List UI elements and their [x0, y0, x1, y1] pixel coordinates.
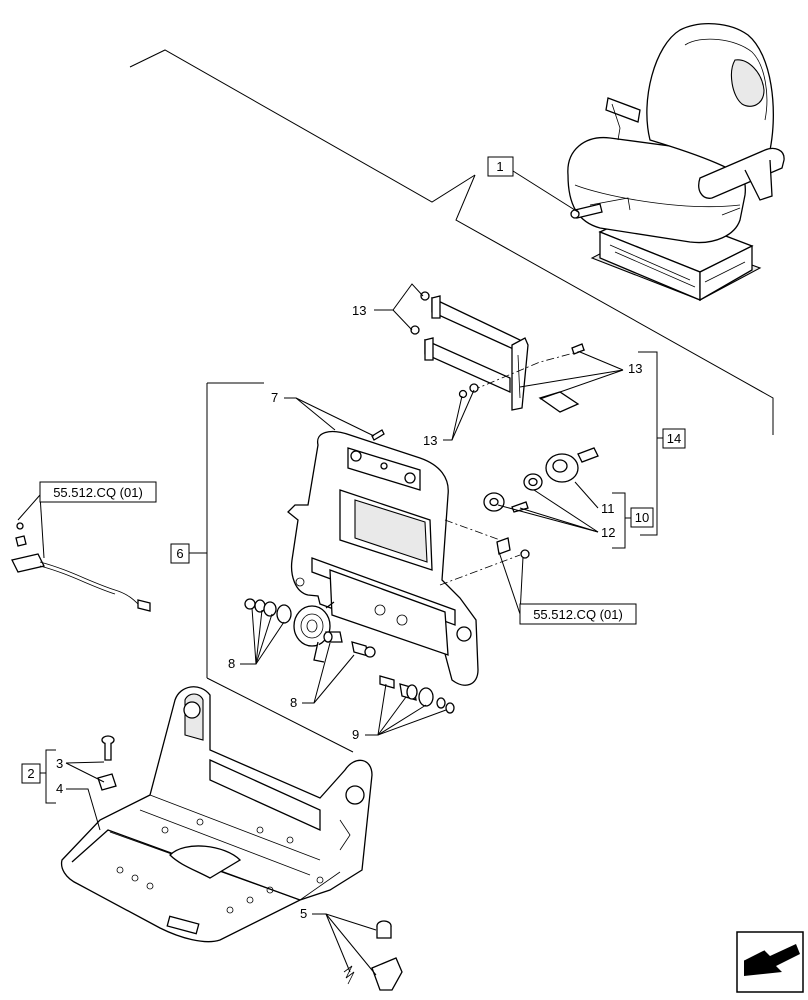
callout-8-right: 8 [290, 695, 297, 710]
callout-3: 3 [56, 756, 63, 771]
boundary-lines [129, 49, 774, 435]
adjust-knob[interactable] [545, 447, 599, 483]
wiring-harness[interactable] [11, 522, 151, 612]
callout-13-top: 13 [352, 303, 366, 318]
adjust-nut[interactable] [523, 473, 543, 491]
plug-5[interactable] [376, 920, 392, 939]
spring-5[interactable] [343, 965, 355, 985]
arrow-icon[interactable] [736, 931, 804, 993]
backrest-frame[interactable] [287, 431, 479, 686]
tension-spring[interactable] [293, 601, 335, 663]
pivot-bushing[interactable] [323, 631, 343, 643]
callout-box-6 [170, 543, 190, 564]
backrest-bracket-lower[interactable] [410, 325, 511, 394]
callout-5: 5 [300, 906, 307, 921]
callout-7: 7 [271, 390, 278, 405]
pivot-bolt[interactable] [351, 641, 376, 658]
clip-5[interactable] [371, 957, 403, 991]
adjust-pin[interactable] [496, 537, 530, 559]
ref-box-left [39, 481, 157, 503]
callout-4: 4 [56, 781, 63, 796]
callout-8-left: 8 [228, 656, 235, 671]
callout-12: 12 [601, 525, 615, 540]
callout-9: 9 [352, 727, 359, 742]
ref-box-right [519, 603, 637, 625]
frame-screw-7[interactable] [371, 429, 385, 441]
pivot-washers[interactable] [244, 598, 292, 624]
callout-13-right: 13 [628, 361, 642, 376]
callout-1: 1 [496, 159, 503, 174]
callout-11: 11 [601, 501, 615, 516]
adjust-washer[interactable] [483, 492, 505, 512]
callout-box-2 [21, 763, 41, 784]
callout-13-bottom: 13 [423, 433, 437, 448]
bracket-screw-13[interactable] [458, 343, 585, 399]
backrest-bracket-upper[interactable] [420, 291, 521, 354]
base-nut-4[interactable] [97, 773, 117, 791]
ref-right: 55.512.CQ (01) [533, 607, 623, 622]
base-screw-3[interactable] [101, 735, 115, 761]
ref-left: 55.512.CQ (01) [53, 485, 143, 500]
backrest-side-rail[interactable] [511, 337, 580, 413]
seat-base-frame[interactable] [60, 686, 373, 943]
callout-14: 14 [667, 431, 681, 446]
lower-pivot-parts[interactable] [379, 675, 455, 714]
callout-2: 2 [27, 766, 34, 781]
leader-lines [17, 170, 663, 976]
callout-10: 10 [635, 510, 649, 525]
callout-box-1 [487, 156, 514, 177]
callout-box-14 [662, 428, 686, 449]
complete-seat-assembly[interactable] [567, 23, 785, 302]
callout-box-10 [630, 507, 654, 528]
callout-6: 6 [176, 546, 183, 561]
